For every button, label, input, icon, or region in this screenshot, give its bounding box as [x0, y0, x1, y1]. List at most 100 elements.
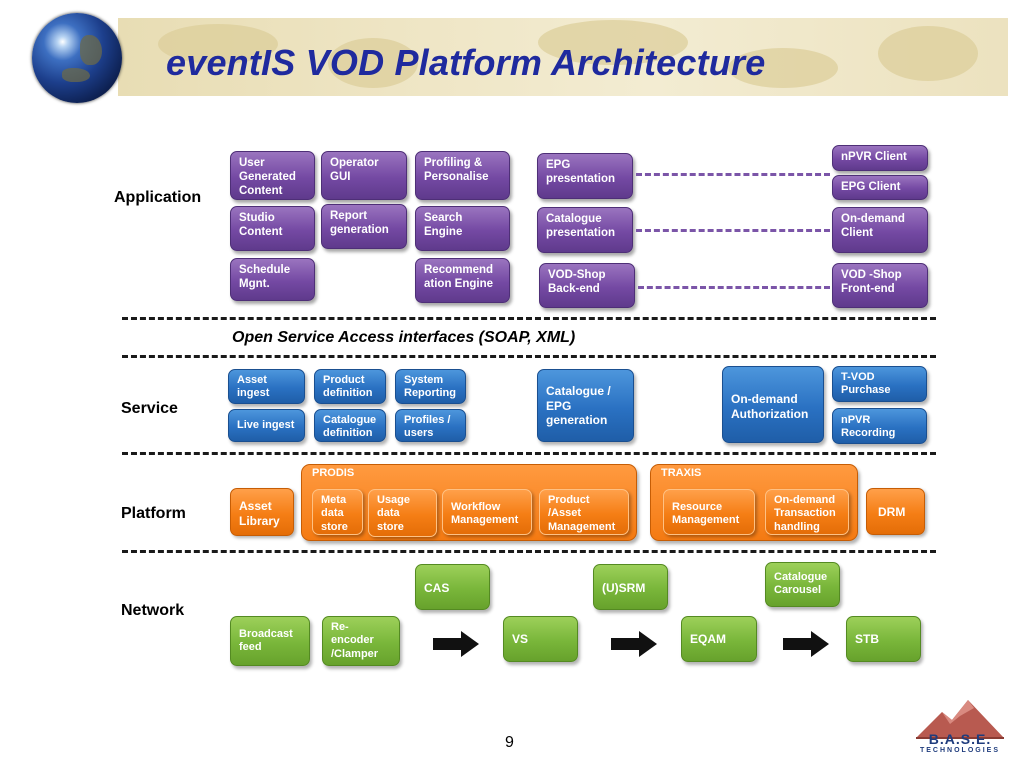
box-label-line: presentation [546, 227, 616, 240]
box-label-line: Live ingest [237, 419, 295, 431]
divider-line [122, 550, 936, 553]
slide-header: eventIS VOD Platform Architecture [0, 0, 1024, 112]
arrow-right-icon [611, 631, 657, 657]
box-label-line: Operator [330, 157, 379, 169]
box-label-line: definition [323, 427, 373, 440]
vs-box: VS [503, 616, 578, 662]
epg-client-box: EPG Client [832, 175, 928, 200]
box-label-line: DRM [878, 505, 906, 519]
box-label-line: Engine [424, 226, 463, 239]
layer-label-network: Network [121, 602, 185, 619]
box-label-line: Re- [331, 621, 349, 633]
box-label-line: handling [774, 520, 820, 533]
box-label-line: Product [323, 374, 365, 386]
box-label-line: VOD-Shop [548, 269, 606, 281]
prodis-label: PRODIS [312, 467, 355, 479]
box-label-line: nPVR Client [841, 151, 907, 163]
box-label-line: ation Engine [424, 278, 493, 291]
box-label-line: Content [239, 185, 283, 198]
box-label-line: User [239, 157, 265, 169]
box-label-line: store [321, 520, 348, 533]
box-label-line: data [377, 507, 400, 520]
box-label-line: Purchase [841, 384, 891, 397]
recommendation-engine-box: Recommend ation Engine [415, 258, 510, 303]
box-label-line: Carousel [774, 584, 822, 597]
globe-icon [32, 13, 122, 103]
box-label-line: Asset [237, 374, 267, 386]
npvr-client-box: nPVR Client [832, 145, 928, 171]
box-label-line: ingest [237, 387, 270, 400]
box-label-line: Schedule [239, 264, 291, 276]
box-label-line: Catalogue [546, 213, 602, 225]
box-label-line: Content [239, 226, 283, 239]
box-label-line: /Asset [548, 507, 582, 520]
box-label-line: encoder [331, 634, 374, 647]
box-label-line: Catalogue [323, 414, 377, 426]
box-label-line: Studio [239, 212, 275, 224]
box-label-line: On-demand [841, 213, 905, 225]
box-label-line: generation [330, 224, 389, 237]
box-label-line: Search [424, 212, 463, 224]
box-label-line: Generated [239, 171, 296, 184]
live-ingest-box: Live ingest [228, 409, 305, 442]
divider-line [122, 452, 936, 455]
box-label-line: Client [841, 227, 873, 240]
box-label-line: VS [512, 632, 529, 646]
box-label-line: Resource [672, 501, 723, 513]
box-label-line: Front-end [841, 283, 895, 296]
box-label-line: store [377, 520, 404, 533]
box-label-line: feed [239, 641, 262, 654]
box-label-line: Workflow [451, 501, 501, 513]
logo-name: B.A.S.E. [928, 731, 992, 747]
layer-label-platform: Platform [121, 505, 186, 522]
drm-box: DRM [866, 488, 925, 535]
box-label-line: T-VOD [841, 371, 875, 383]
box-label-line: Management [451, 514, 519, 527]
interface-label: Open Service Access interfaces (SOAP, XM… [232, 329, 576, 346]
box-label-line: EQAM [690, 632, 726, 646]
box-label-line: System [404, 374, 444, 386]
page-number: 9 [505, 734, 514, 751]
box-label-line: Recording [841, 427, 896, 440]
stb-box: STB [846, 616, 921, 662]
box-label-line: GUI [330, 171, 351, 184]
box-label-line: EPG Client [841, 181, 901, 193]
box-label-line: Meta [321, 494, 347, 506]
arrow-right-icon [783, 631, 829, 657]
box-label-line: generation [546, 413, 608, 428]
world-map-banner [118, 18, 1008, 96]
box-label-line: presentation [546, 173, 616, 186]
box-label-line: (U)SRM [602, 581, 646, 595]
box-label-line: Management [672, 514, 740, 527]
layer-label-application: Application [114, 189, 202, 206]
box-label-line: STB [855, 632, 879, 646]
box-label-line: Library [239, 513, 280, 528]
box-label-line: Recommend [424, 264, 494, 276]
box-label-line: definition [323, 387, 373, 400]
divider-line [122, 317, 936, 320]
dashed-connector [638, 286, 830, 289]
reencoder-clamper-box: Re-encoder/Clamper [322, 616, 400, 666]
box-label-line: On-demand [731, 392, 798, 406]
traxis-label: TRAXIS [661, 467, 702, 479]
box-label-line: Catalogue / [546, 384, 611, 398]
report-generation-box: Report generation [321, 204, 407, 249]
box-label-line: Report [330, 210, 368, 222]
dashed-connector [636, 173, 830, 176]
catalogue-presentation-box: Catalogue presentation [537, 207, 633, 253]
cas-box: CAS [415, 564, 490, 610]
box-label-line: Back-end [548, 283, 600, 296]
